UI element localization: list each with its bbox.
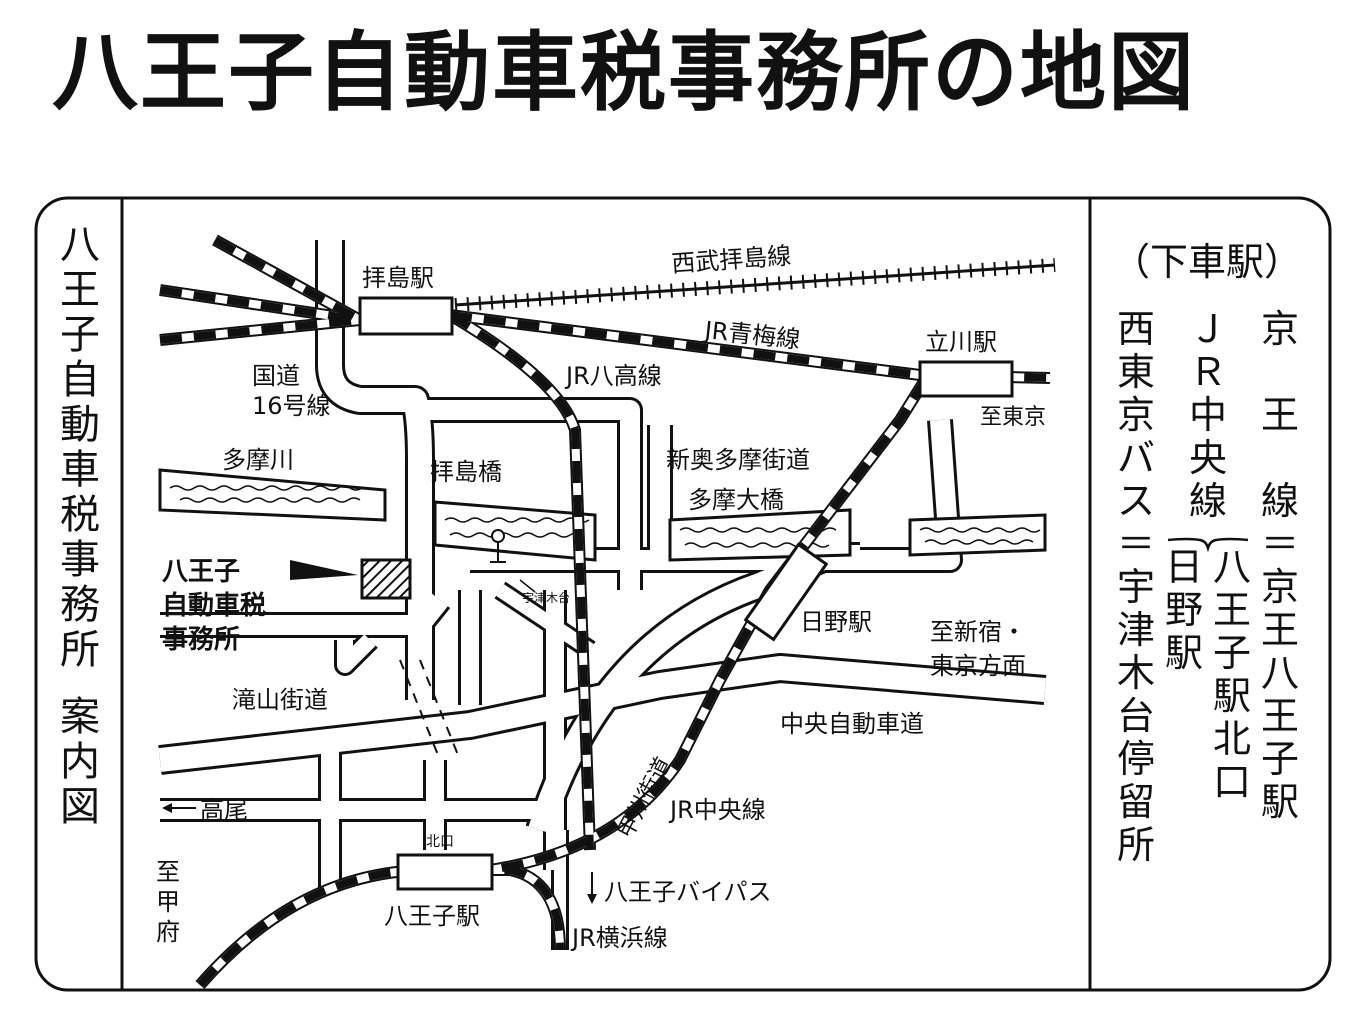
label-jr-chuo-line: JR中央線 <box>668 796 766 824</box>
access-brace-icon <box>1167 537 1249 553</box>
side-caption-text: 八王子自動車税事務所案内図 <box>60 222 100 830</box>
access-jr-stations: 八王子駅北口日野駅 <box>1165 545 1251 804</box>
takao-arrow-icon <box>162 803 196 813</box>
label-jr-hachiko-line: JR八高線 <box>564 362 662 390</box>
office-building-marker <box>360 558 412 600</box>
label-tama-ohashi: 多摩大橋 <box>688 486 784 514</box>
hino-station-box <box>743 542 829 642</box>
hachioji-station-box <box>396 853 494 891</box>
label-kitaguchi: 北口 <box>426 834 454 850</box>
label-haijima-station: 拝島駅 <box>362 264 434 292</box>
label-tamagawa: 多摩川 <box>222 446 294 474</box>
page-title: 八王子自動車税事務所の地図 <box>52 23 1196 123</box>
label-takiyama-kaido: 滝山街道 <box>232 686 328 714</box>
label-seibu-haijima-line: 西武拝島線 <box>670 242 792 278</box>
label-jr-yokohama-line: JR横浜線 <box>570 924 668 952</box>
side-caption: 八王子自動車税事務所案内図 <box>60 222 100 830</box>
haijima-station-box <box>358 296 454 336</box>
label-to-tokyo: 至東京 <box>980 405 1046 430</box>
map-frame <box>34 196 1332 992</box>
access-jr-chuo-line: ＪＲ中央線 <box>1189 307 1227 523</box>
label-tachikawa-station: 立川駅 <box>925 328 997 356</box>
label-to-shinjuku: 至新宿・東京方面 <box>930 618 1026 680</box>
label-koshu-kaido: 甲州街道 <box>613 753 676 842</box>
label-utsukidai-stop: 宇津木台 <box>522 590 570 605</box>
tachikawa-station-box <box>918 360 1014 398</box>
access-panel: （下車駅） 京王線＝京王八王子駅 ＪＲ中央線 八王子駅北口日野駅 西東京バス＝宇… <box>1112 240 1302 867</box>
bus-stop-icon <box>490 529 536 593</box>
access-keio-line: 京王線＝京王八王子駅 <box>1261 307 1299 824</box>
label-office: 八王子自動車税事務所 <box>162 557 266 655</box>
access-heading: （下車駅） <box>1112 240 1302 284</box>
access-bus-line: 西東京バス＝宇津木台停留所 <box>1117 307 1155 867</box>
map-labels: 拝島駅 立川駅 日野駅 八王子駅 北口 西武拝島線 JR青梅線 JR八高線 JR… <box>156 242 1046 952</box>
label-haijima-bridge: 拝島橋 <box>430 458 502 486</box>
bypass-arrow-icon <box>587 872 597 904</box>
label-shin-okutama-kaido: 新奥多摩街道 <box>666 446 810 474</box>
label-hachioji-station: 八王子駅 <box>384 902 480 930</box>
label-to-kofu: 至甲府 <box>156 858 180 946</box>
office-pointer-arrow <box>290 560 358 580</box>
label-hachioji-bypass: 八王子バイパス <box>604 878 772 906</box>
label-chuo-expressway: 中央自動車道 <box>780 710 924 738</box>
tamagawa-river <box>158 468 1047 562</box>
station-boxes <box>358 296 1014 891</box>
label-hino-station: 日野駅 <box>800 608 872 636</box>
roads-layer <box>158 240 1047 950</box>
label-takao: 高尾 <box>200 796 248 824</box>
